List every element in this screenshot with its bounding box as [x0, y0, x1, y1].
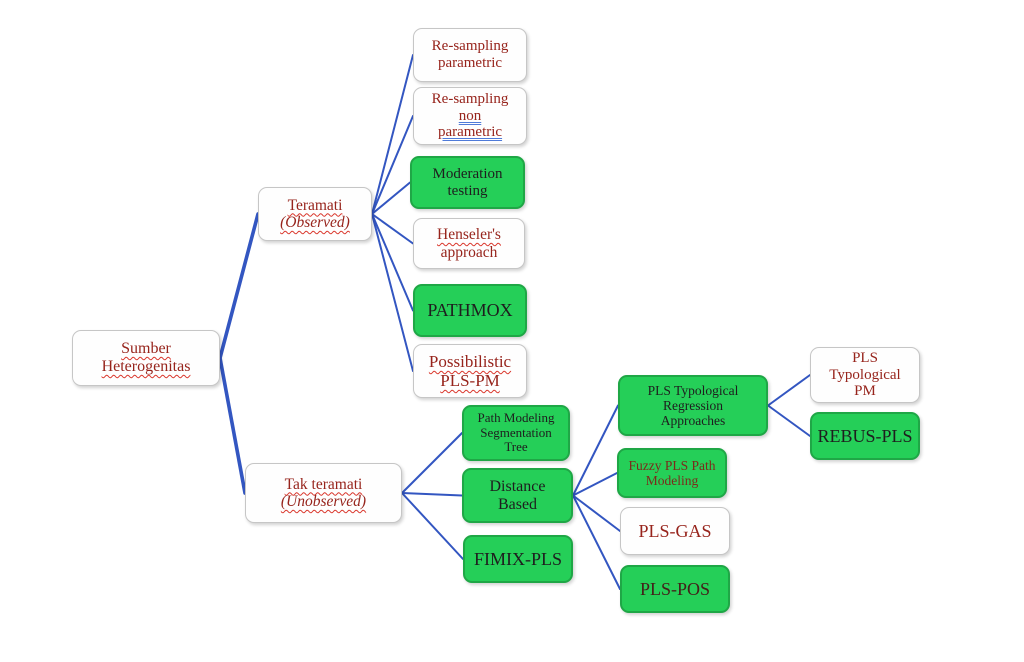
node-label: Tree — [504, 439, 528, 455]
node-pls-gas: PLS-GAS — [620, 507, 730, 555]
node-label: Heterogenitas — [101, 358, 191, 375]
node-label: Path Modeling — [477, 410, 555, 426]
node-label: Henseler's — [437, 226, 501, 244]
node-label: Approaches — [660, 413, 726, 429]
node-rebus-pls: REBUS-PLS — [810, 412, 920, 460]
node-label: Sumber — [121, 340, 171, 358]
node-label: Fuzzy PLS Path — [628, 457, 716, 473]
node-teramati-observed: Teramati (Observed) — [258, 187, 372, 241]
node-pathmox: PATHMOX — [413, 284, 527, 337]
node-label: Distance — [489, 477, 546, 495]
node-path-modeling-segmentation-tree: Path Modeling Segmentation Tree — [462, 405, 570, 461]
node-pls-pos: PLS-POS — [620, 565, 730, 613]
node-fimix-pls: FIMIX-PLS — [463, 535, 573, 583]
node-label: parametric — [437, 55, 503, 71]
node-label: REBUS-PLS — [817, 425, 913, 446]
node-label: Re-sampling — [431, 38, 509, 55]
node-label: non — [458, 107, 482, 124]
node-label: (Observed) — [280, 214, 350, 231]
node-sumber-heterogenitas: Sumber Heterogenitas — [72, 330, 220, 386]
node-resampling-non-parametric: Re-sampling non parametric — [413, 87, 527, 145]
node-label: PM — [854, 383, 876, 400]
node-henselers-approach: Henseler's approach — [413, 218, 525, 269]
node-fuzzy-pls-path-modeling: Fuzzy PLS Path Modeling — [617, 448, 727, 498]
node-label: PLS-POS — [639, 578, 711, 599]
node-distance-based: Distance Based — [462, 468, 573, 523]
node-label: Typological — [829, 366, 901, 383]
node-label: Re-sampling — [431, 90, 509, 107]
node-label: Teramati — [287, 196, 343, 214]
node-label: parametric — [437, 124, 503, 141]
node-label: approach — [440, 243, 498, 261]
node-label: Moderation — [432, 165, 503, 182]
node-label: PLS — [852, 349, 878, 366]
node-label: (Unobserved) — [280, 493, 367, 510]
node-pls-typological-regression-approaches: PLS Typological Regression Approaches — [618, 375, 768, 436]
node-label: Regression — [663, 397, 723, 413]
node-label: Segmentation — [480, 424, 552, 440]
node-label: Modeling — [645, 473, 699, 488]
node-tak-teramati-unobserved: Tak teramati (Unobserved) — [245, 463, 402, 523]
node-label: PLS-GAS — [638, 520, 712, 541]
node-label: FIMIX-PLS — [473, 548, 562, 569]
node-label: PLS Typological — [647, 382, 739, 398]
node-label: testing — [447, 182, 488, 199]
node-possibilistic-pls-pm: Possibilistic PLS-PM — [413, 344, 527, 398]
node-label: Based — [497, 495, 538, 513]
node-label: Possibilistic — [428, 351, 512, 371]
node-pls-typological-pm: PLS Typological PM — [810, 347, 920, 403]
node-label: PATHMOX — [427, 300, 513, 321]
node-label: Tak teramati — [284, 475, 363, 493]
node-label: PLS-PM — [440, 371, 500, 390]
node-resampling-parametric: Re-sampling parametric — [413, 28, 527, 82]
node-moderation-testing: Moderation testing — [410, 156, 525, 209]
